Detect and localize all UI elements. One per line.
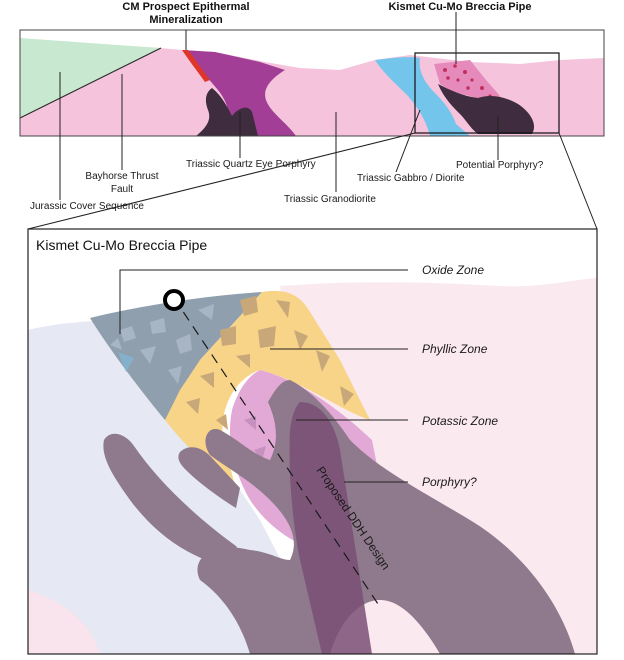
phyllic-zone-clasts xyxy=(186,296,354,430)
porphyry-intrusion-west xyxy=(196,88,258,136)
inset-title: Kismet Cu-Mo Breccia Pipe xyxy=(36,237,207,253)
porphyry-upper-finger xyxy=(178,447,240,508)
label-phyllic-zone: Phyllic Zone xyxy=(422,342,488,356)
inset-leader-lines xyxy=(119,269,408,483)
label-quartz-eye-porphyry: Triassic Quartz Eye Porphyry xyxy=(186,159,316,170)
epithermal-mineralization-vein xyxy=(182,50,210,82)
breccia-pipe-unit xyxy=(434,60,500,104)
label-porphyry-zone: Porphyry? xyxy=(422,475,477,489)
inset-connector-left xyxy=(27,132,416,230)
top-leader-lines xyxy=(27,12,598,230)
ddh-collar-marker xyxy=(163,289,185,311)
label-potassic-zone: Potassic Zone xyxy=(422,414,498,428)
oxide-zone-clasts xyxy=(110,304,214,384)
label-potential-porphyry: Potential Porphyry? xyxy=(456,160,544,171)
bayhorse-thrust-fault-line xyxy=(20,47,162,119)
porphyry-core-column xyxy=(289,402,372,654)
quartz-eye-porphyry-unit xyxy=(182,50,296,136)
label-granodiorite: Triassic Granodiorite xyxy=(284,194,376,205)
jurassic-cover-unit xyxy=(20,38,160,118)
inset-frame xyxy=(27,228,598,655)
label-bayhorse-fault-line1: Bayhorse Thrust xyxy=(85,171,158,182)
kismet-header: Kismet Cu-Mo Breccia Pipe xyxy=(388,1,531,13)
label-bayhorse-fault-line2: Fault xyxy=(111,184,133,195)
cm-prospect-header-line1: CM Prospect Epithermal xyxy=(122,1,249,13)
label-oxide-zone: Oxide Zone xyxy=(422,263,484,277)
oxide-zone-unit xyxy=(90,292,262,420)
triassic-gabbro-unit xyxy=(375,57,470,136)
proposed-ddh-trace xyxy=(173,297,379,605)
inset-lower-left-pink xyxy=(28,590,100,654)
porphyry-lower-finger xyxy=(103,433,251,570)
inset-location-box xyxy=(414,52,560,134)
inset-connector-right xyxy=(558,132,598,230)
porphyry-intrusion-east xyxy=(438,84,535,134)
label-jurassic-cover: Jurassic Cover Sequence xyxy=(30,201,144,212)
cross-section-frame xyxy=(19,29,605,137)
label-gabbro-diorite: Triassic Gabbro / Diorite xyxy=(357,173,465,184)
cross-section xyxy=(20,38,604,136)
inset-detail xyxy=(28,229,597,654)
cm-prospect-header-line2: Mineralization xyxy=(149,14,223,26)
